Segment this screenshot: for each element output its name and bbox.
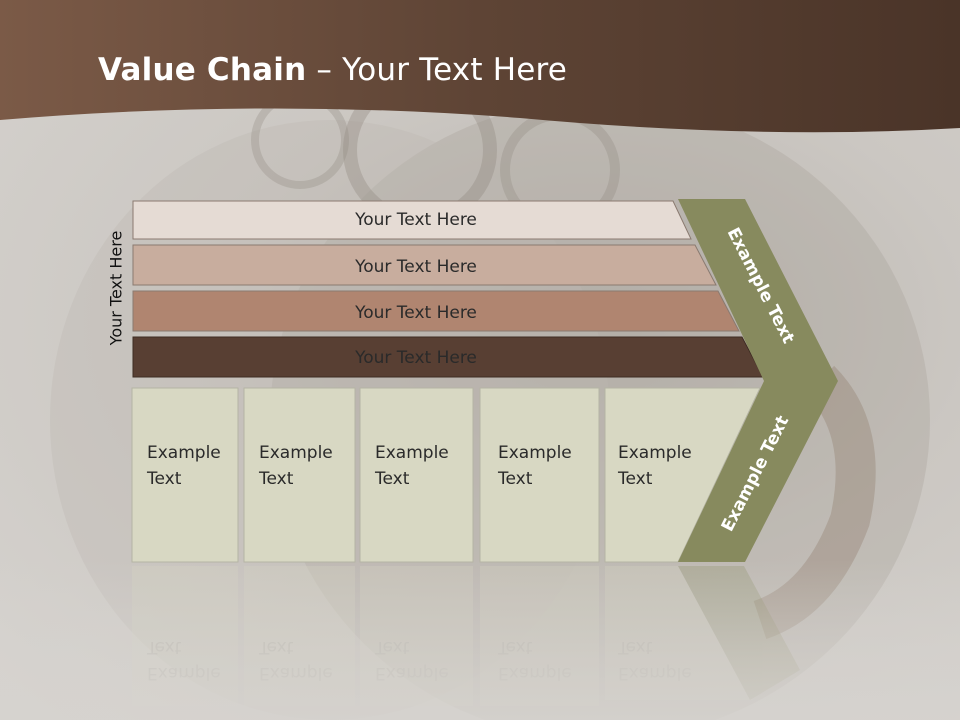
bar-3-label: Your Text Here (354, 303, 477, 323)
bar-1-label: Your Text Here (354, 210, 477, 230)
column-5-line2: Text (618, 469, 653, 489)
bar-3 (132, 290, 740, 332)
chevron (678, 199, 838, 562)
column-4-reflection-line2: Text (498, 637, 533, 657)
column-1-line2: Text (147, 469, 182, 489)
column-2-reflection: Example Text (259, 634, 333, 686)
column-5-reflection: Example Text (618, 634, 692, 686)
slide-title-rest: – Your Text Here (306, 52, 568, 88)
column-2-text: Example Text (259, 440, 333, 492)
column-1 (131, 387, 239, 563)
column-5-reflection-line1: Example (618, 663, 692, 683)
slide-title-bold: Value Chain (98, 52, 307, 88)
column-4-reflection: Example Text (498, 634, 572, 686)
column-2-line2: Text (259, 469, 294, 489)
bar-2-label: Your Text Here (354, 257, 477, 277)
column-1-text: Example Text (147, 440, 221, 492)
column-4 (479, 387, 600, 563)
column-4-reflection-line1: Example (498, 663, 572, 683)
column-1-reflection: Example Text (147, 634, 221, 686)
column-5-text: Example Text (618, 440, 692, 492)
column-2-reflection-line1: Example (259, 663, 333, 683)
column-1-reflection-line2: Text (147, 637, 182, 657)
column-5-reflection-line2: Text (618, 637, 653, 657)
column-4-text: Example Text (498, 440, 572, 492)
column-3 (359, 387, 474, 563)
column-5-line1: Example (618, 443, 692, 463)
column-2-reflection-line2: Text (259, 637, 294, 657)
reflection (132, 566, 800, 706)
column-2-line1: Example (259, 443, 333, 463)
column-4-line1: Example (498, 443, 572, 463)
column-1-line1: Example (147, 443, 221, 463)
header-band (0, 0, 960, 133)
bar-1 (132, 200, 692, 240)
column-1-reflection-line1: Example (147, 663, 221, 683)
column-3-reflection-line1: Example (375, 663, 449, 683)
column-3-line2: Text (375, 469, 410, 489)
bar-4-label: Your Text Here (354, 348, 477, 368)
bar-2 (132, 244, 717, 286)
column-3-line1: Example (375, 443, 449, 463)
column-3-text: Example Text (375, 440, 449, 492)
column-4-line2: Text (498, 469, 533, 489)
column-3-reflection-line2: Text (375, 637, 410, 657)
column-3-reflection: Example Text (375, 634, 449, 686)
column-2 (243, 387, 356, 563)
slide-title: Value Chain – Your Text Here (98, 52, 567, 88)
